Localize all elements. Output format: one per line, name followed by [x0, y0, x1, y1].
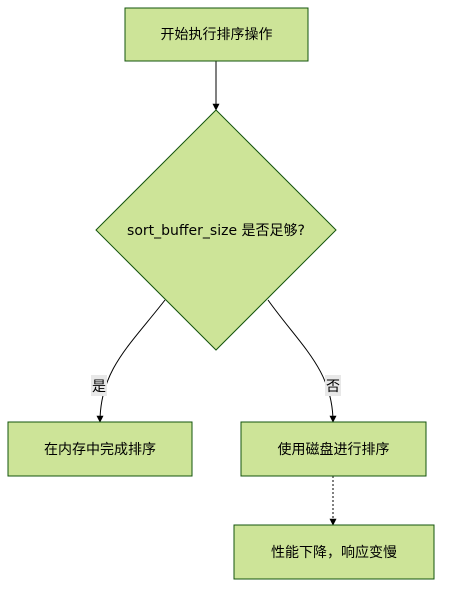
edge-decision-to-memory	[96, 299, 166, 423]
node-in-memory-label: 在内存中完成排序	[44, 442, 156, 458]
edge-decision-to-disk	[267, 299, 337, 423]
edge-label-yes: 是	[91, 375, 107, 396]
node-start-label: 开始执行排序操作	[161, 27, 273, 43]
node-decision-label: sort_buffer_size 是否足够?	[127, 223, 305, 239]
node-on-disk-label: 使用磁盘进行排序	[278, 441, 390, 458]
edge-label-yes-text: 是	[92, 379, 106, 395]
edge-label-no: 否	[325, 375, 341, 396]
node-slow-label: 性能下降，响应变慢	[271, 544, 397, 561]
node-slow: 性能下降，响应变慢	[233, 524, 435, 580]
edge-label-no-text: 否	[326, 379, 340, 395]
node-in-memory: 在内存中完成排序	[7, 421, 193, 477]
node-on-disk: 使用磁盘进行排序	[240, 421, 427, 477]
node-decision: sort_buffer_size 是否足够?	[95, 109, 337, 351]
node-start: 开始执行排序操作	[124, 7, 309, 62]
